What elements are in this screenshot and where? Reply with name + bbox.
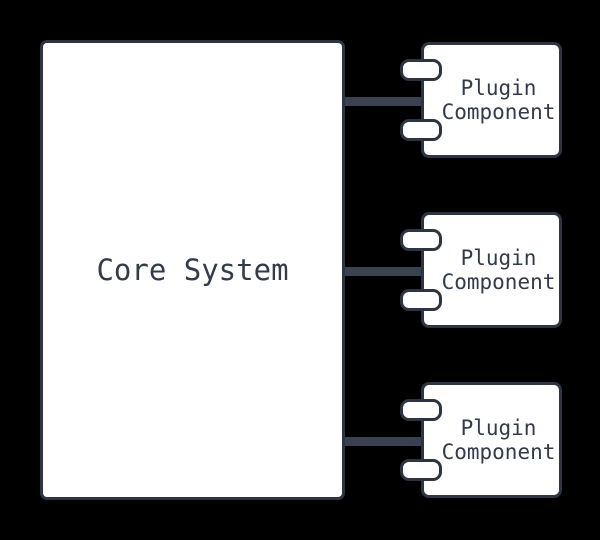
core-system-node: Core System xyxy=(40,40,345,500)
plugin-component-node: Plugin Component xyxy=(421,42,562,158)
connector-line xyxy=(344,97,424,106)
plugin-port-icon xyxy=(400,289,442,311)
plugin-component-node: Plugin Component xyxy=(421,212,562,328)
plugin-port-icon xyxy=(400,229,442,251)
plugin-component-label: Plugin Component xyxy=(441,76,556,124)
plugin-port-icon xyxy=(400,119,442,141)
plugin-group-3: Plugin Component xyxy=(344,382,562,498)
plugin-component-label: Plugin Component xyxy=(441,416,556,464)
plugin-group-1: Plugin Component xyxy=(344,42,562,158)
core-system-label: Core System xyxy=(96,253,289,287)
connector-line xyxy=(344,437,424,446)
plugin-port-icon xyxy=(400,459,442,481)
plugin-port-icon xyxy=(400,399,442,421)
connector-line xyxy=(344,267,424,276)
plugin-component-node: Plugin Component xyxy=(421,382,562,498)
plugin-component-label: Plugin Component xyxy=(441,246,556,294)
plugin-port-icon xyxy=(400,59,442,81)
plugin-group-2: Plugin Component xyxy=(344,212,562,328)
